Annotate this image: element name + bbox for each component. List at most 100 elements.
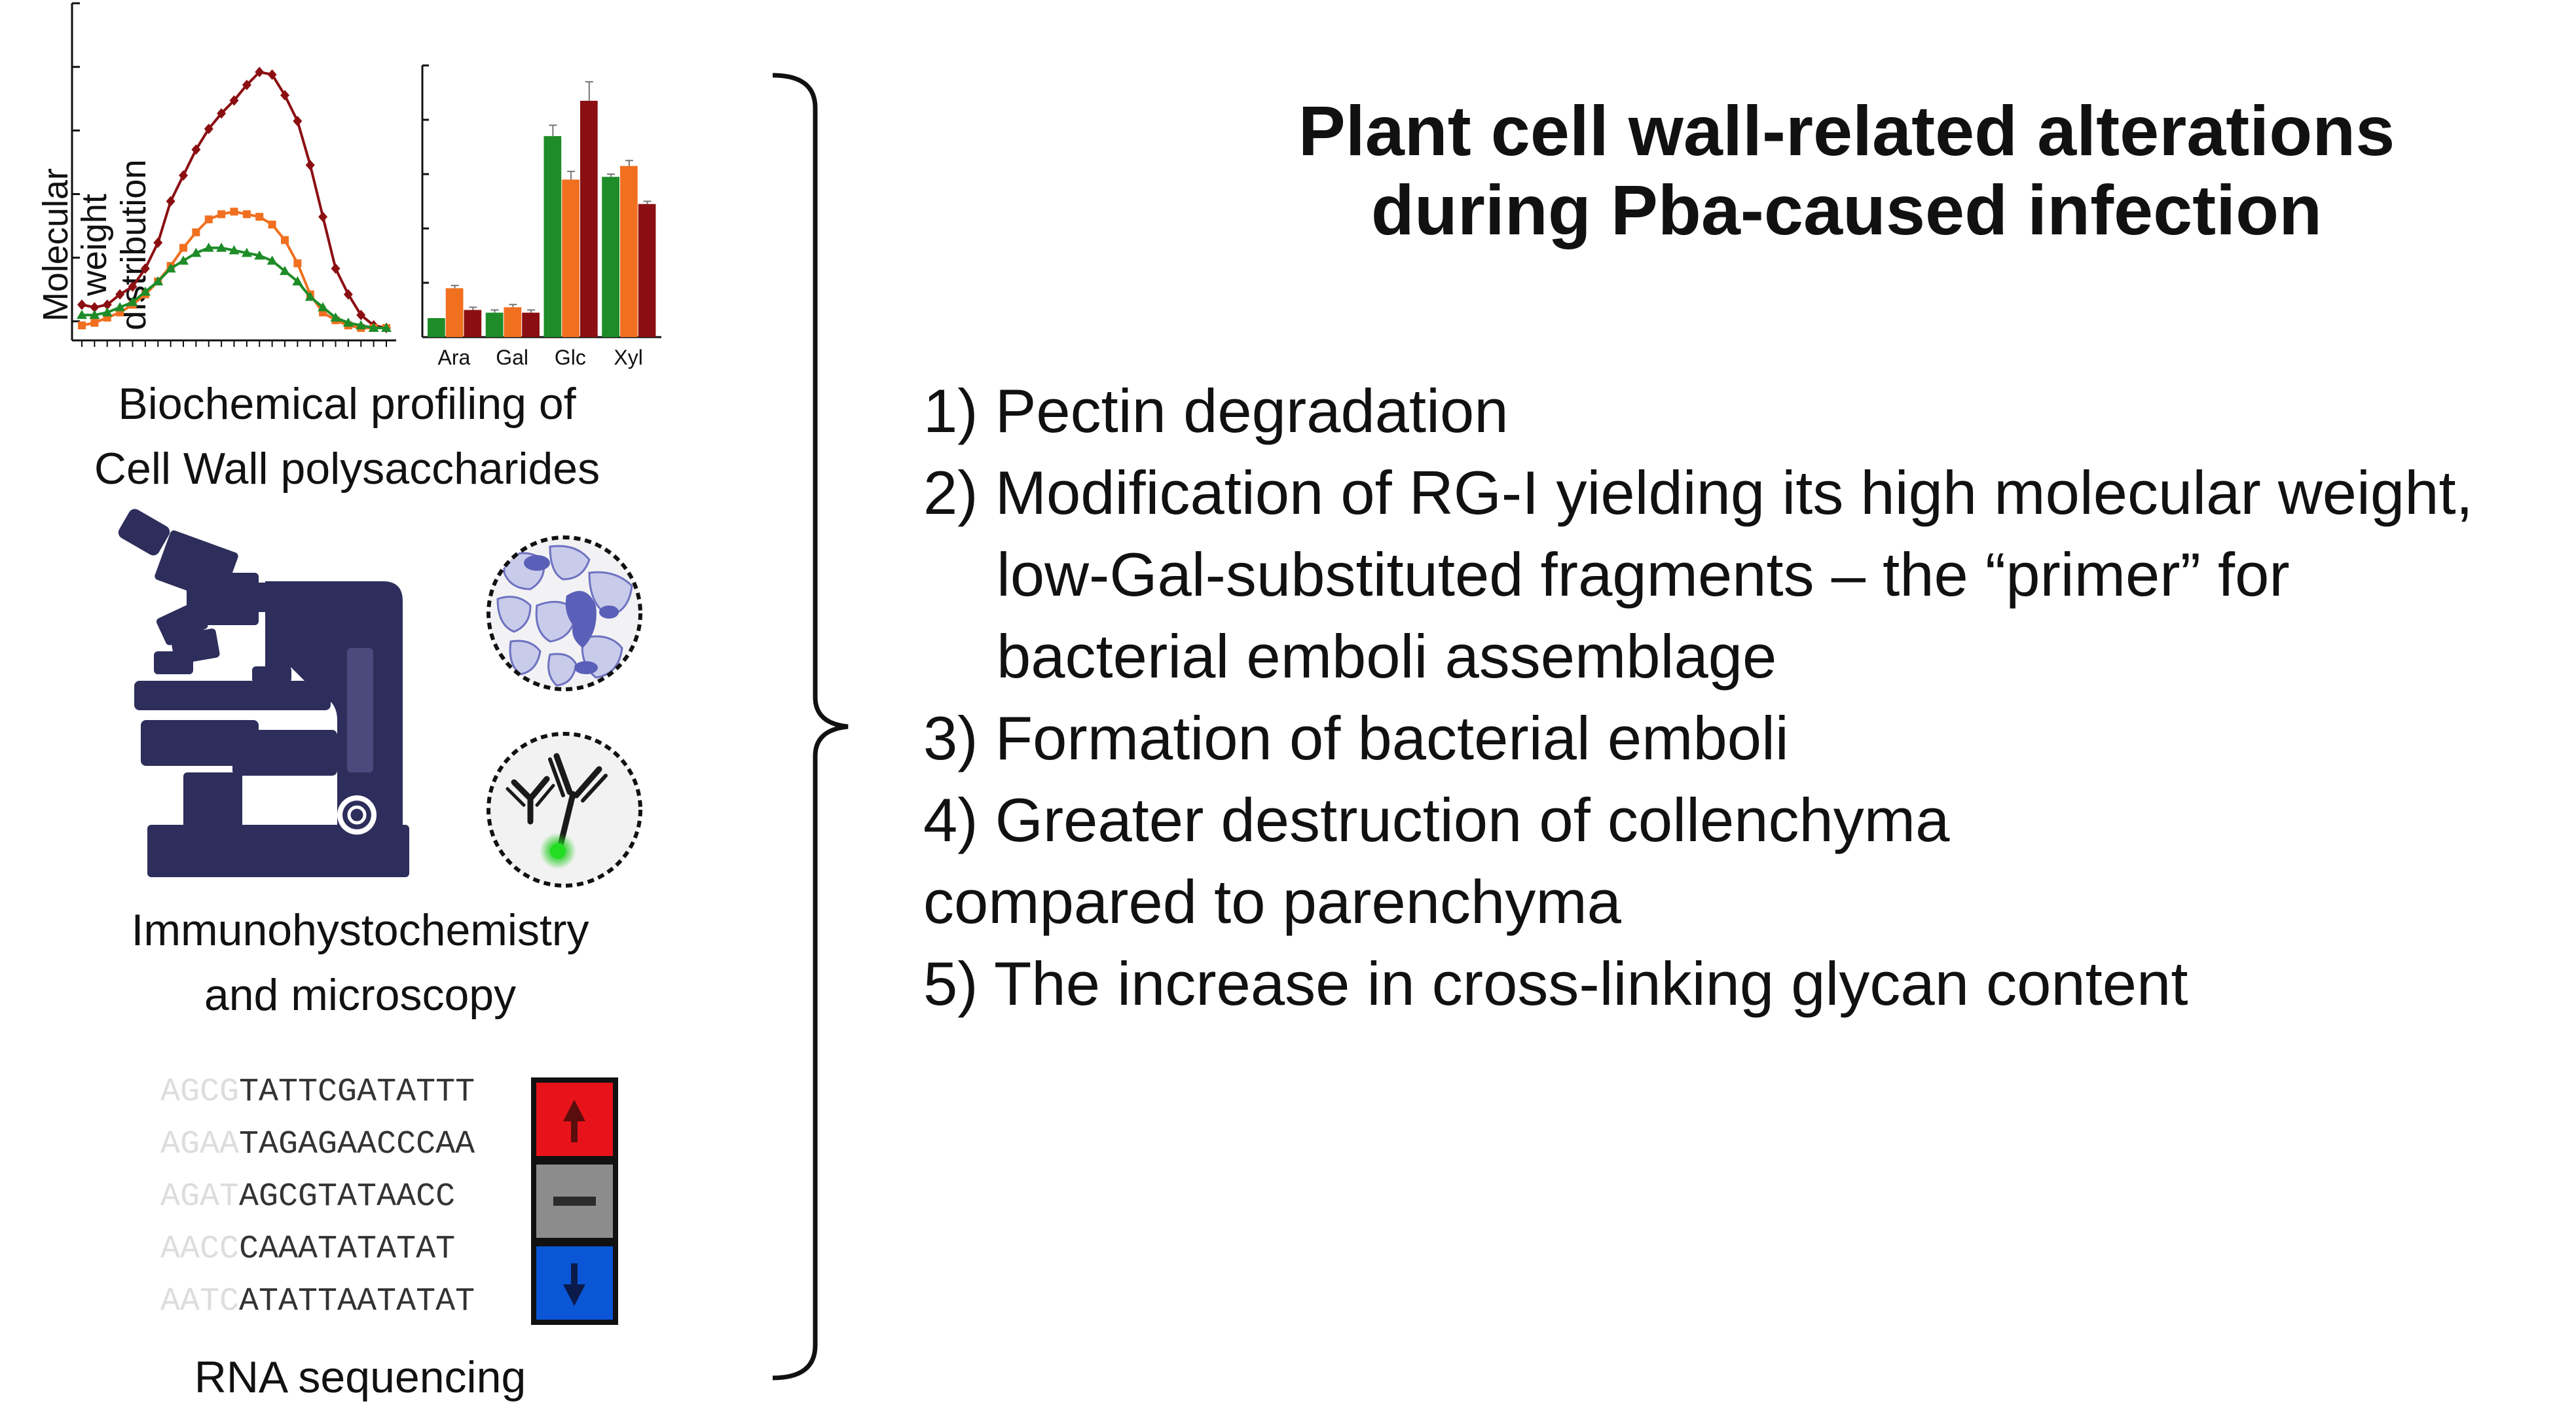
data-point bbox=[368, 323, 379, 333]
data-point bbox=[229, 95, 239, 106]
bar bbox=[485, 312, 504, 337]
data-point bbox=[255, 67, 265, 77]
biochem-caption: Biochemical profiling of Cell Wall polys… bbox=[52, 372, 642, 501]
data-point bbox=[230, 208, 238, 216]
data-point bbox=[115, 302, 126, 312]
x-tick-label: Glc bbox=[555, 346, 586, 369]
microscopy-caption: Immunohystochemistry and microscopy bbox=[65, 898, 655, 1027]
bar bbox=[445, 288, 464, 337]
data-point bbox=[216, 242, 227, 252]
curly-brace bbox=[772, 73, 849, 1381]
data-point bbox=[330, 312, 341, 322]
data-point bbox=[115, 289, 125, 300]
line-chart bbox=[71, 2, 396, 347]
bar bbox=[619, 166, 638, 338]
series-line bbox=[81, 210, 386, 330]
data-point bbox=[281, 236, 289, 244]
data-point bbox=[280, 266, 290, 276]
data-point bbox=[127, 297, 138, 306]
data-point bbox=[77, 299, 86, 310]
data-point bbox=[293, 259, 302, 268]
data-point bbox=[254, 250, 265, 260]
x-tick-label: Ara bbox=[437, 346, 470, 369]
bar bbox=[504, 307, 522, 337]
data-point bbox=[204, 215, 213, 224]
up-arrow-icon bbox=[531, 1077, 618, 1161]
rna-caption: RNA sequencing bbox=[194, 1352, 526, 1402]
bar bbox=[543, 136, 562, 337]
finding-item: low-Gal-substituted fragments – the “pri… bbox=[997, 540, 2290, 609]
data-point bbox=[90, 302, 100, 313]
tissue-section-icon bbox=[487, 535, 642, 691]
expression-indicator bbox=[531, 1077, 618, 1325]
data-point bbox=[89, 310, 100, 319]
bar bbox=[580, 100, 598, 337]
microscopy-caption-line-1: Immunohystochemistry bbox=[131, 905, 589, 955]
data-point bbox=[318, 211, 328, 223]
bar-chart: Ara Gal Glc Xyl bbox=[421, 64, 661, 369]
bar bbox=[522, 312, 540, 337]
series-line bbox=[81, 70, 387, 330]
bar bbox=[602, 177, 619, 337]
bar bbox=[428, 317, 445, 337]
data-point bbox=[204, 123, 213, 134]
data-point bbox=[292, 276, 303, 285]
bar bbox=[638, 204, 656, 337]
data-point bbox=[342, 317, 354, 327]
bar bbox=[464, 310, 482, 337]
data-point bbox=[331, 263, 340, 274]
data-point bbox=[280, 90, 289, 101]
sequence-line: AGAATAGAGAACCCAA bbox=[160, 1126, 475, 1163]
data-point bbox=[203, 242, 214, 252]
sequence-line: AACCCAAATATATAT bbox=[160, 1231, 456, 1268]
data-point bbox=[191, 144, 201, 155]
diagram-title: Plant cell wall-related alterations duri… bbox=[1008, 91, 2576, 250]
data-point bbox=[191, 247, 202, 257]
title-line-1: Plant cell wall-related alterations bbox=[1298, 91, 2395, 170]
bar bbox=[562, 179, 580, 337]
x-tick-label: Xyl bbox=[614, 346, 642, 369]
data-point bbox=[101, 307, 113, 317]
sequence-block: AGCGTATTCGATATTT AGAATAGAGAACCCAA AGATAG… bbox=[160, 1074, 501, 1335]
data-point bbox=[241, 247, 252, 257]
data-point bbox=[381, 323, 392, 333]
finding-item: 2) Modification of RG-I yielding its hig… bbox=[923, 458, 2473, 527]
data-point bbox=[304, 291, 316, 301]
data-point bbox=[153, 237, 163, 248]
biochem-caption-line-2: Cell Wall polysaccharides bbox=[94, 443, 600, 494]
data-point bbox=[293, 116, 303, 127]
sequence-line: AATCATATTAATATAT bbox=[160, 1283, 475, 1320]
x-tick-label: Gal bbox=[496, 346, 528, 369]
data-point bbox=[318, 302, 329, 312]
data-point bbox=[267, 255, 278, 265]
sequence-line: AGCGTATTCGATATTT bbox=[160, 1074, 475, 1111]
antibody-icon bbox=[487, 732, 642, 888]
finding-item: bacterial emboli assemblage bbox=[997, 622, 1777, 691]
data-point bbox=[255, 213, 264, 221]
data-point bbox=[139, 286, 151, 296]
finding-item: 3) Formation of bacterial emboli bbox=[923, 704, 1789, 772]
data-point bbox=[77, 310, 87, 319]
data-point bbox=[267, 69, 277, 80]
data-point bbox=[90, 319, 99, 327]
data-point bbox=[166, 196, 175, 207]
finding-item: 5) The increase in cross-linking glycan … bbox=[923, 949, 2188, 1018]
down-arrow-icon bbox=[531, 1241, 618, 1325]
data-point bbox=[217, 210, 226, 219]
data-point bbox=[242, 210, 251, 219]
findings-list: 1) Pectin degradation 2) Modification of… bbox=[923, 370, 2573, 1024]
finding-item: 4) Greater destruction of collenchyma bbox=[923, 786, 1950, 854]
data-point bbox=[102, 299, 112, 310]
data-point bbox=[343, 289, 353, 300]
data-point bbox=[153, 276, 164, 285]
data-point bbox=[242, 79, 251, 90]
data-point bbox=[165, 263, 176, 273]
microscope-icon bbox=[118, 509, 409, 877]
series-line bbox=[82, 246, 386, 330]
title-line-2: during Pba-caused infection bbox=[1371, 170, 2323, 249]
data-point bbox=[128, 281, 138, 292]
data-point bbox=[305, 160, 315, 171]
sequence-line: AGATAGCGTATAACC bbox=[160, 1178, 456, 1216]
biochem-caption-line-1: Biochemical profiling of bbox=[118, 379, 576, 429]
data-point bbox=[78, 321, 86, 330]
